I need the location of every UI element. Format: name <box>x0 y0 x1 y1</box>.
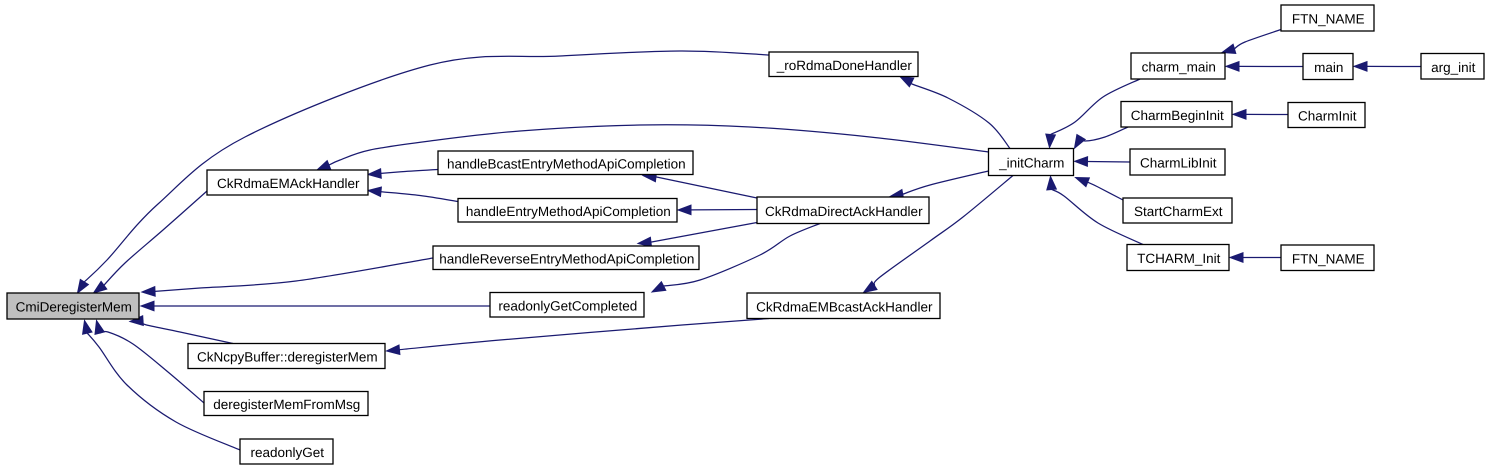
svg-text:readonlyGetCompleted: readonlyGetCompleted <box>498 298 637 313</box>
svg-text:CharmLibInit: CharmLibInit <box>1140 156 1217 171</box>
svg-text:CkRdmaEMAckHandler: CkRdmaEMAckHandler <box>217 176 360 191</box>
svg-text:CmiDeregisterMem: CmiDeregisterMem <box>16 300 132 315</box>
svg-text:handleReverseEntryMethodApiCom: handleReverseEntryMethodApiCompletion <box>439 251 694 266</box>
svg-text:arg_init: arg_init <box>1431 60 1476 75</box>
svg-text:CharmBeginInit: CharmBeginInit <box>1131 108 1224 123</box>
svg-text:charm_main: charm_main <box>1142 60 1216 75</box>
svg-text:CkRdmaEMBcastAckHandler: CkRdmaEMBcastAckHandler <box>756 299 933 314</box>
svg-text:deregisterMemFromMsg: deregisterMemFromMsg <box>213 397 360 412</box>
svg-text:FTN_NAME: FTN_NAME <box>1292 251 1365 266</box>
svg-text:CkNcpyBuffer::deregisterMem: CkNcpyBuffer::deregisterMem <box>197 350 378 365</box>
svg-text:handleEntryMethodApiCompletion: handleEntryMethodApiCompletion <box>466 204 671 219</box>
svg-text:main: main <box>1314 60 1343 75</box>
svg-text:handleBcastEntryMethodApiCompl: handleBcastEntryMethodApiCompletion <box>447 156 686 171</box>
svg-text:StartCharmExt: StartCharmExt <box>1134 204 1223 219</box>
svg-text:CkRdmaDirectAckHandler: CkRdmaDirectAckHandler <box>765 204 923 219</box>
svg-text:CharmInit: CharmInit <box>1298 109 1357 124</box>
svg-text:TCHARM_Init: TCHARM_Init <box>1137 251 1221 266</box>
svg-text:_roRdmaDoneHandler: _roRdmaDoneHandler <box>776 58 913 73</box>
svg-text:readonlyGet: readonlyGet <box>251 445 325 460</box>
svg-text:_initCharm: _initCharm <box>998 156 1064 171</box>
svg-text:FTN_NAME: FTN_NAME <box>1292 12 1365 27</box>
